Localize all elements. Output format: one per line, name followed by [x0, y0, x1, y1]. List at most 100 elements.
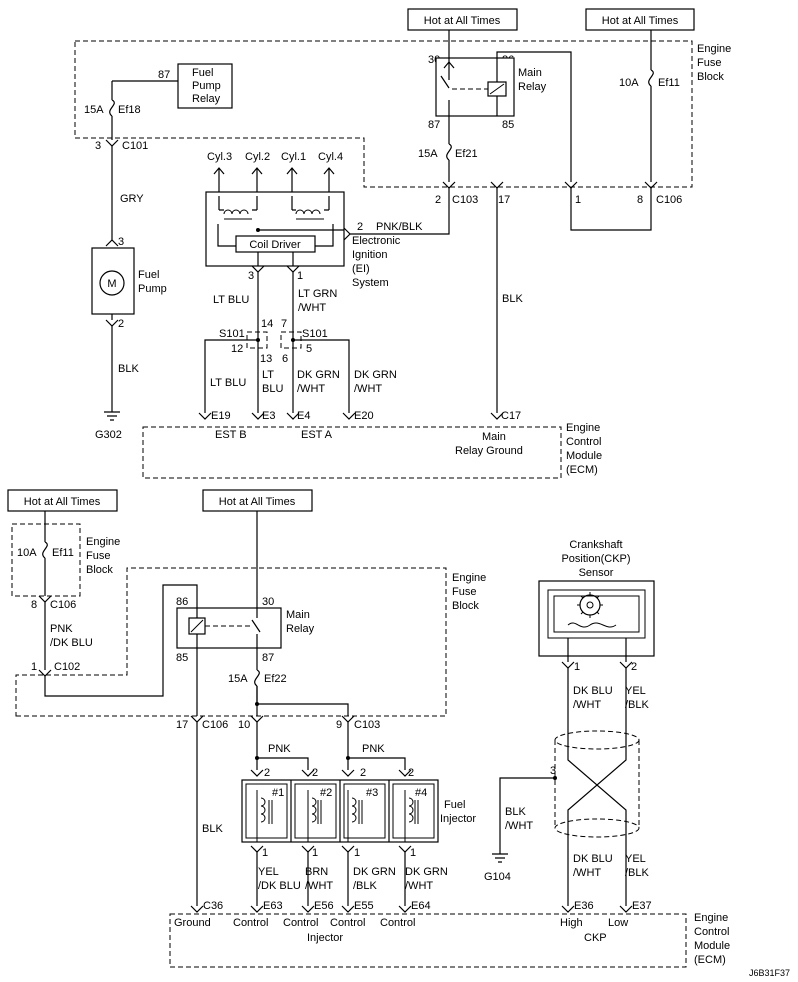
wire-color-label: BRN	[305, 866, 328, 878]
connector-label: C101	[122, 140, 148, 152]
coil-return	[217, 224, 334, 247]
pin-label: 13	[260, 353, 272, 365]
wire-color-label: DK BLU	[573, 853, 613, 865]
pin-label: 1	[575, 194, 581, 206]
divider	[290, 780, 390, 842]
engine-fuse-block-outline	[11, 523, 81, 597]
wire-pnk	[256, 722, 406, 770]
wire-color-label: DK BLU	[573, 685, 613, 697]
connector-label: C103	[354, 719, 380, 731]
splice-label: S101	[302, 328, 328, 340]
component-label: Fuel	[444, 799, 465, 811]
pin-label: 1	[312, 847, 318, 859]
ecm-label: Control	[566, 436, 601, 448]
pin-label: 3	[248, 270, 254, 282]
pin-label: 2	[360, 767, 366, 779]
wire-color-label: /WHT	[405, 880, 433, 892]
pin-label: 10	[238, 719, 250, 731]
solenoid-icon	[260, 797, 414, 823]
coil-driver	[235, 235, 316, 253]
splice-dot	[553, 776, 557, 780]
pin-label: 3	[550, 765, 556, 777]
ecm-signal-label: Control	[233, 917, 268, 929]
injector-1	[245, 783, 288, 839]
pin-label: 1	[262, 847, 268, 859]
electronic-ignition-module	[205, 191, 345, 267]
connector-icon	[190, 905, 633, 913]
pin-label: 12	[231, 343, 243, 355]
fuel-pump	[91, 247, 135, 315]
wire-color-label: LT BLU	[213, 294, 249, 306]
wire-color-label: PNK	[362, 743, 385, 755]
spark-wire	[218, 168, 330, 192]
connector-icon	[105, 239, 119, 247]
fuse-name: Ef11	[52, 547, 74, 559]
fuse-name: Ef22	[264, 673, 287, 685]
arrow-icon	[213, 167, 335, 175]
pin-label: 3	[118, 236, 124, 248]
wire-color-label: /DK BLU	[50, 637, 93, 649]
terminal-label: E56	[314, 900, 334, 912]
ecm-signal-label: Control	[330, 917, 365, 929]
terminal-label: E4	[297, 410, 310, 422]
hot-at-all-times-box	[7, 489, 118, 512]
wire-color-label: /BLK	[625, 699, 650, 711]
injector-number: #3	[366, 787, 378, 799]
wire-color-label: PNK/BLK	[376, 221, 423, 233]
relay-label: Pump	[192, 80, 221, 92]
wire	[257, 252, 294, 266]
terminal-label: E20	[354, 410, 374, 422]
injector-number: #1	[272, 787, 284, 799]
wire	[256, 686, 349, 716]
pin-label: 1	[410, 847, 416, 859]
ckp-sensor-inner	[547, 589, 646, 639]
injector-lead	[256, 790, 406, 842]
ecm-label: (ECM)	[566, 464, 598, 476]
pin-label: 2	[312, 767, 318, 779]
terminal-label: E3	[262, 410, 275, 422]
fuse-name: Ef21	[455, 148, 478, 160]
ecm-signal-label: Control	[380, 917, 415, 929]
terminal-label: E37	[632, 900, 652, 912]
fuse-rating: 10A	[17, 547, 37, 559]
coil-icon	[223, 209, 321, 215]
pin-label: 7	[281, 318, 287, 330]
fuse-block-label: Fuse	[697, 57, 721, 69]
connector-label: C106	[656, 194, 682, 206]
component-label: Pump	[138, 283, 167, 295]
wire-color-label: BLK	[502, 293, 523, 305]
pin-label: 1	[297, 270, 303, 282]
splice-dot	[346, 756, 350, 760]
wire-color-label: BLU	[262, 383, 283, 395]
twisted-pair-wire	[567, 668, 627, 906]
fuse-block-label: Block	[452, 600, 479, 612]
pin-label: 85	[502, 119, 514, 131]
figure-code: J6B31F37	[749, 968, 790, 978]
terminal-label: E19	[211, 410, 231, 422]
ecm-label: Engine	[566, 422, 600, 434]
ecm-signal-label: Low	[608, 917, 628, 929]
engine-fuse-block-outline	[15, 567, 447, 717]
fuse-block-label: Block	[697, 71, 724, 83]
ecm-outline	[169, 913, 687, 968]
terminal-label: C36	[203, 900, 223, 912]
wire-color-label: YEL	[258, 866, 279, 878]
connector-icon	[105, 139, 119, 147]
pin-label: 17	[176, 719, 188, 731]
wire-color-label: BLK	[118, 363, 139, 375]
fuse-block-label: Fuse	[452, 586, 476, 598]
fuse-ef11-icon	[648, 69, 654, 87]
terminal-label: C17	[501, 410, 521, 422]
pin-label: 2	[408, 767, 414, 779]
wire-color-label: /DK BLU	[258, 880, 301, 892]
connector-icon	[251, 265, 300, 273]
wire-color-label: GRY	[120, 193, 144, 205]
relay-label: Relay	[518, 81, 547, 93]
relay-label: Main	[286, 609, 310, 621]
connector-icon	[105, 319, 119, 327]
fuse-name: Ef11	[658, 77, 680, 89]
pin-label: 17	[498, 194, 510, 206]
wire-color-label: /WHT	[573, 867, 601, 879]
cylinder-label: Cyl.4	[318, 151, 343, 163]
